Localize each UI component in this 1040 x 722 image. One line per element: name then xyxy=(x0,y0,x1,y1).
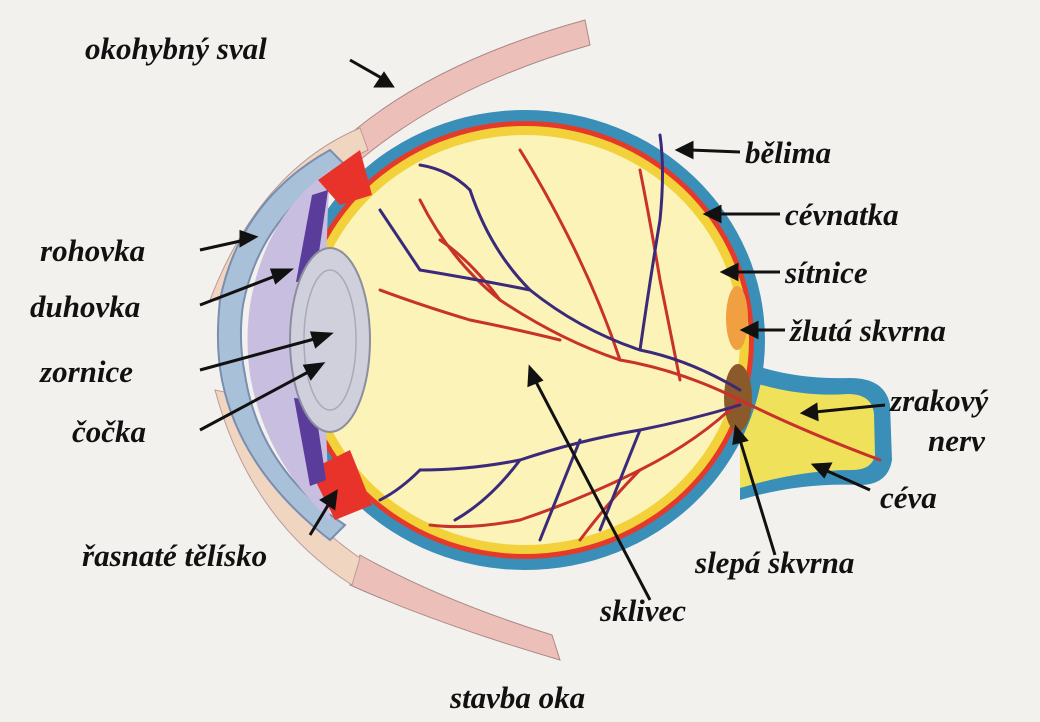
label-zluta-skvrna: žlutá skvrna xyxy=(790,315,946,346)
diagram-title: stavba oka xyxy=(450,682,585,713)
label-rasnate-telisko: řasnaté tělísko xyxy=(82,540,267,571)
label-nerv: nerv xyxy=(928,425,985,456)
vitreous-body xyxy=(310,135,740,545)
label-sitnice: sítnice xyxy=(785,257,868,288)
label-ceva: céva xyxy=(880,482,937,513)
label-zornice: zornice xyxy=(40,356,133,387)
lens xyxy=(290,248,370,432)
macula xyxy=(726,286,748,350)
label-zrakovy: zrakový xyxy=(890,385,988,416)
label-slepa-skvrna: slepá skvrna xyxy=(695,547,854,578)
bottom-muscle xyxy=(350,555,560,660)
label-sklivec: sklivec xyxy=(600,595,686,626)
label-cevnatka: cévnatka xyxy=(785,199,899,230)
label-rohovka: rohovka xyxy=(40,235,145,266)
label-cocka: čočka xyxy=(72,416,146,447)
label-belima: bělima xyxy=(745,137,831,168)
label-okohybny-sval: okohybný sval xyxy=(85,33,267,64)
label-duhovka: duhovka xyxy=(30,291,140,322)
